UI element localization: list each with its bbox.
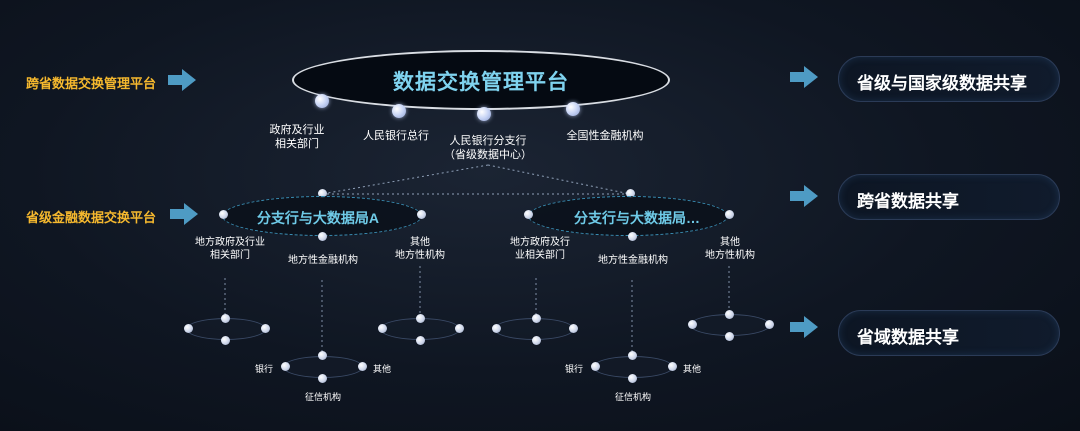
cluster-dot <box>532 336 541 345</box>
cluster-dot <box>725 332 734 341</box>
share-box-label: 跨省数据共享 <box>857 192 959 211</box>
cluster-dot <box>221 314 230 323</box>
cluster-dot <box>591 362 600 371</box>
other-label-right: 其他 <box>682 364 701 374</box>
cluster-dot <box>318 351 327 360</box>
cluster-dot <box>378 324 387 333</box>
cluster-dot <box>765 320 774 329</box>
mid-hub-dot-left <box>318 189 327 198</box>
top-node-label-2: 人民银行总行 <box>363 130 429 142</box>
mid-left-dot-3 <box>417 210 426 219</box>
cluster-dot <box>569 324 578 333</box>
top-platform-ellipse <box>292 50 670 110</box>
mid-right-label-1: 地方政府及行 业相关部门 <box>500 236 580 262</box>
top-node-dot-2 <box>392 104 406 118</box>
top-node-dot-3 <box>477 107 491 121</box>
mid-right-label-3: 其他 地方性机构 <box>698 236 762 262</box>
arrow-right-icon <box>790 185 818 207</box>
bank-label-right: 银行 <box>564 364 583 374</box>
cluster-dot <box>532 314 541 323</box>
mid-hub-dot-right <box>626 189 635 198</box>
bank-label-left: 银行 <box>254 364 273 374</box>
mid-right-dot-1 <box>524 210 533 219</box>
mid-ellipse-right <box>528 196 728 236</box>
top-node-label-text: 人民银行分支行 （省级数据中心） <box>444 135 532 161</box>
share-box-cross-province: 跨省数据共享 <box>838 174 1060 220</box>
mid-left-dot-2 <box>318 232 327 241</box>
arrow-right-icon <box>168 69 196 91</box>
mid-left-label-text: 其他 地方性机构 <box>395 237 445 261</box>
cross-province-platform-label: 跨省数据交换管理平台 <box>26 76 157 91</box>
mid-left-label-1: 地方政府及行业 相关部门 <box>190 236 270 262</box>
cluster-dot <box>455 324 464 333</box>
hub-link-left <box>321 164 489 195</box>
mid-right-label-text: 其他 地方性机构 <box>705 237 755 261</box>
mid-left-label-3: 其他 地方性机构 <box>388 236 452 262</box>
cluster-dot <box>628 374 637 383</box>
cluster-dot <box>184 324 193 333</box>
cluster-dot <box>221 336 230 345</box>
top-node-dot-1 <box>315 94 329 108</box>
cluster-dot <box>725 310 734 319</box>
share-box-label: 省级与国家级数据共享 <box>857 74 1027 93</box>
top-node-label-4: 全国性金融机构 <box>566 130 644 142</box>
province-finance-platform-label: 省级金融数据交换平台 <box>26 210 157 225</box>
credit-label-left: 征信机构 <box>304 392 341 402</box>
top-node-label-1: 政府及行业 相关部门 <box>262 123 332 151</box>
mid-right-dot-2 <box>628 232 637 241</box>
other-label-left: 其他 <box>372 364 391 374</box>
share-box-label: 省域数据共享 <box>857 328 959 347</box>
mid-title-left: 分支行与大数据局A <box>256 210 380 226</box>
mid-right-dot-3 <box>725 210 734 219</box>
cluster-dot <box>628 351 637 360</box>
cluster-dot <box>688 320 697 329</box>
arrow-right-icon <box>790 66 818 88</box>
mid-right-label-text: 地方政府及行 业相关部门 <box>510 237 570 261</box>
cluster-dot <box>358 362 367 371</box>
top-node-dot-4 <box>566 102 580 116</box>
top-platform-title: 数据交换管理平台 <box>393 71 569 94</box>
mid-right-label-2: 地方性金融机构 <box>598 255 668 266</box>
mid-left-label-2: 地方性金融机构 <box>288 255 358 266</box>
cluster-dot <box>281 362 290 371</box>
mid-left-label-text: 地方政府及行业 相关部门 <box>195 237 265 261</box>
cluster-dot <box>318 374 327 383</box>
cluster-dot <box>668 362 677 371</box>
credit-label-right: 征信机构 <box>614 392 651 402</box>
share-box-national: 省级与国家级数据共享 <box>838 56 1060 102</box>
arrow-right-icon <box>790 316 818 338</box>
top-node-label-text: 政府及行业 相关部门 <box>269 124 325 150</box>
cluster-dot <box>261 324 270 333</box>
mid-title-right: 分支行与大数据局… <box>574 210 700 226</box>
top-node-label-3: 人民银行分支行 （省级数据中心） <box>440 134 536 162</box>
cluster-dot <box>492 324 501 333</box>
hub-link-right <box>487 164 631 195</box>
arrow-right-icon <box>170 203 198 225</box>
cluster-dot <box>416 336 425 345</box>
cluster-dot <box>416 314 425 323</box>
share-box-province: 省域数据共享 <box>838 310 1060 356</box>
mid-left-dot-1 <box>219 210 228 219</box>
